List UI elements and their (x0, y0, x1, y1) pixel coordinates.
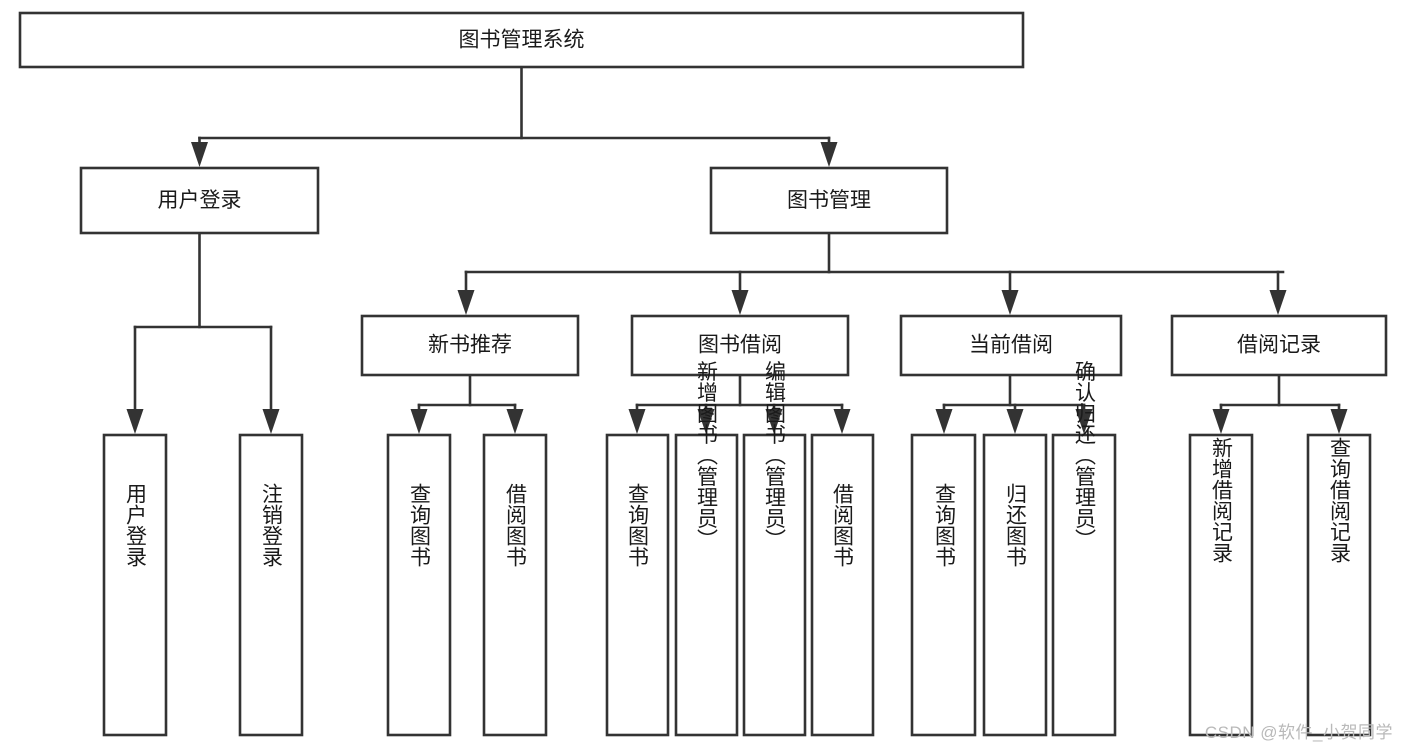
node-book-management[interactable]: 图书管理 (709, 166, 949, 235)
arrowhead-br-leaf1 (1212, 409, 1230, 434)
leaf-user-login-box[interactable] (102, 433, 168, 737)
node-book-management-label: 图书管理 (787, 189, 871, 212)
node-current-borrow[interactable]: 当前借阅 (899, 314, 1123, 377)
leaf-query-book-current-box[interactable] (910, 433, 977, 737)
leaf-query-book-borrow-label: 查询图书 (626, 483, 650, 567)
node-new-book-recommend-box[interactable] (360, 314, 580, 377)
arrowhead-bb-leaf3 (765, 409, 783, 434)
arrowhead-nb-leaf2 (506, 409, 524, 434)
leaf-query-book-current[interactable]: 查询图书 (910, 433, 977, 737)
leaf-borrow-book-borrow-box[interactable] (810, 433, 875, 737)
leaf-user-login[interactable]: 用户登录 (102, 433, 168, 737)
leaf-logout-box[interactable] (238, 433, 304, 737)
arrowhead-leaf-user-login (126, 409, 144, 434)
arrowhead-cb-leaf3 (1075, 409, 1093, 434)
leaf-query-book-current-label: 查询图书 (933, 483, 957, 567)
node-book-borrow-box[interactable] (630, 314, 850, 377)
leaf-add-book-admin[interactable]: 新增图书（管理员） (674, 361, 739, 737)
arrowhead-bb-leaf4 (833, 409, 851, 434)
node-new-book-recommend[interactable]: 新书推荐 (360, 314, 580, 377)
leaf-query-book-borrow[interactable]: 查询图书 (605, 433, 670, 737)
leaf-query-borrow-record-box[interactable] (1306, 433, 1372, 737)
node-borrow-record[interactable]: 借阅记录 (1170, 314, 1388, 377)
leaf-borrow-book-borrow-label: 借阅图书 (831, 483, 855, 567)
connector-layer (126, 65, 1348, 434)
leaf-borrow-book-borrow[interactable]: 借阅图书 (810, 433, 875, 737)
leaf-borrow-book-new[interactable]: 借阅图书 (482, 433, 548, 737)
arrowhead-br-leaf2 (1330, 409, 1348, 434)
leaf-return-book-box[interactable] (982, 433, 1048, 737)
leaf-logout-label: 注销登录 (260, 483, 284, 567)
node-user-login-box[interactable] (79, 166, 320, 235)
node-user-login[interactable]: 用户登录 (79, 166, 320, 235)
node-current-borrow-box[interactable] (899, 314, 1123, 377)
leaf-edit-book-admin-label: 编辑图书（管理员） (763, 361, 787, 550)
node-user-login-label: 用户登录 (158, 189, 242, 212)
node-root[interactable]: 图书管理系统 (18, 11, 1025, 69)
node-root-label: 图书管理系统 (459, 29, 585, 52)
node-book-management-box[interactable] (709, 166, 949, 235)
node-book-borrow[interactable]: 图书借阅 (630, 314, 850, 377)
arrowhead-borrow-record (1269, 290, 1287, 315)
leaf-borrow-book-new-box[interactable] (482, 433, 548, 737)
arrowhead-cb-leaf1 (935, 409, 953, 434)
leaf-return-book-label: 归还图书 (1004, 483, 1028, 567)
leaf-query-book-new[interactable]: 查询图书 (386, 433, 452, 737)
leaf-edit-book-admin[interactable]: 编辑图书（管理员） (742, 361, 807, 737)
leaf-query-book-borrow-box[interactable] (605, 433, 670, 737)
leaf-add-borrow-record-label: 新增借阅记录 (1210, 437, 1234, 563)
arrowhead-current-borrow (1001, 290, 1019, 315)
leaf-query-book-new-box[interactable] (386, 433, 452, 737)
leaf-edit-book-admin-box[interactable] (742, 433, 807, 737)
leaf-confirm-return-admin[interactable]: 确认归还（管理员） (1051, 361, 1117, 737)
leaf-add-book-admin-box[interactable] (674, 433, 739, 737)
leaf-return-book[interactable]: 归还图书 (982, 433, 1048, 737)
arrowhead-user-login (191, 142, 208, 167)
leaf-query-borrow-record[interactable]: 查询借阅记录 (1306, 433, 1372, 737)
arrowhead-leaf-logout (262, 409, 280, 434)
node-book-borrow-label: 图书借阅 (698, 334, 782, 357)
leaf-add-book-admin-label: 新增图书（管理员） (695, 361, 719, 550)
leaf-logout[interactable]: 注销登录 (238, 433, 304, 737)
leaf-user-login-label: 用户登录 (124, 483, 148, 567)
arrowhead-bb-leaf2 (697, 409, 715, 434)
arrowhead-new-book (457, 290, 475, 315)
leaf-add-borrow-record-box[interactable] (1188, 433, 1254, 737)
node-current-borrow-label: 当前借阅 (969, 334, 1053, 357)
node-borrow-record-label: 借阅记录 (1237, 334, 1321, 357)
node-borrow-record-box[interactable] (1170, 314, 1388, 377)
arrowhead-cb-leaf2 (1006, 409, 1024, 434)
node-root-box[interactable] (18, 11, 1025, 69)
node-new-book-recommend-label: 新书推荐 (428, 334, 512, 357)
leaf-add-borrow-record[interactable]: 新增借阅记录 (1188, 433, 1254, 737)
leaf-confirm-return-admin-label: 确认归还（管理员） (1073, 361, 1097, 550)
leaf-confirm-return-admin-box[interactable] (1051, 433, 1117, 737)
arrowhead-bb-leaf1 (628, 409, 646, 434)
leaf-borrow-book-new-label: 借阅图书 (504, 483, 528, 567)
arrowhead-book-mgmt (820, 142, 838, 167)
leaf-query-borrow-record-label: 查询借阅记录 (1328, 437, 1352, 563)
leaf-query-book-new-label: 查询图书 (408, 483, 432, 567)
arrowhead-nb-leaf1 (410, 409, 428, 434)
arrowhead-borrow-book (731, 290, 749, 315)
